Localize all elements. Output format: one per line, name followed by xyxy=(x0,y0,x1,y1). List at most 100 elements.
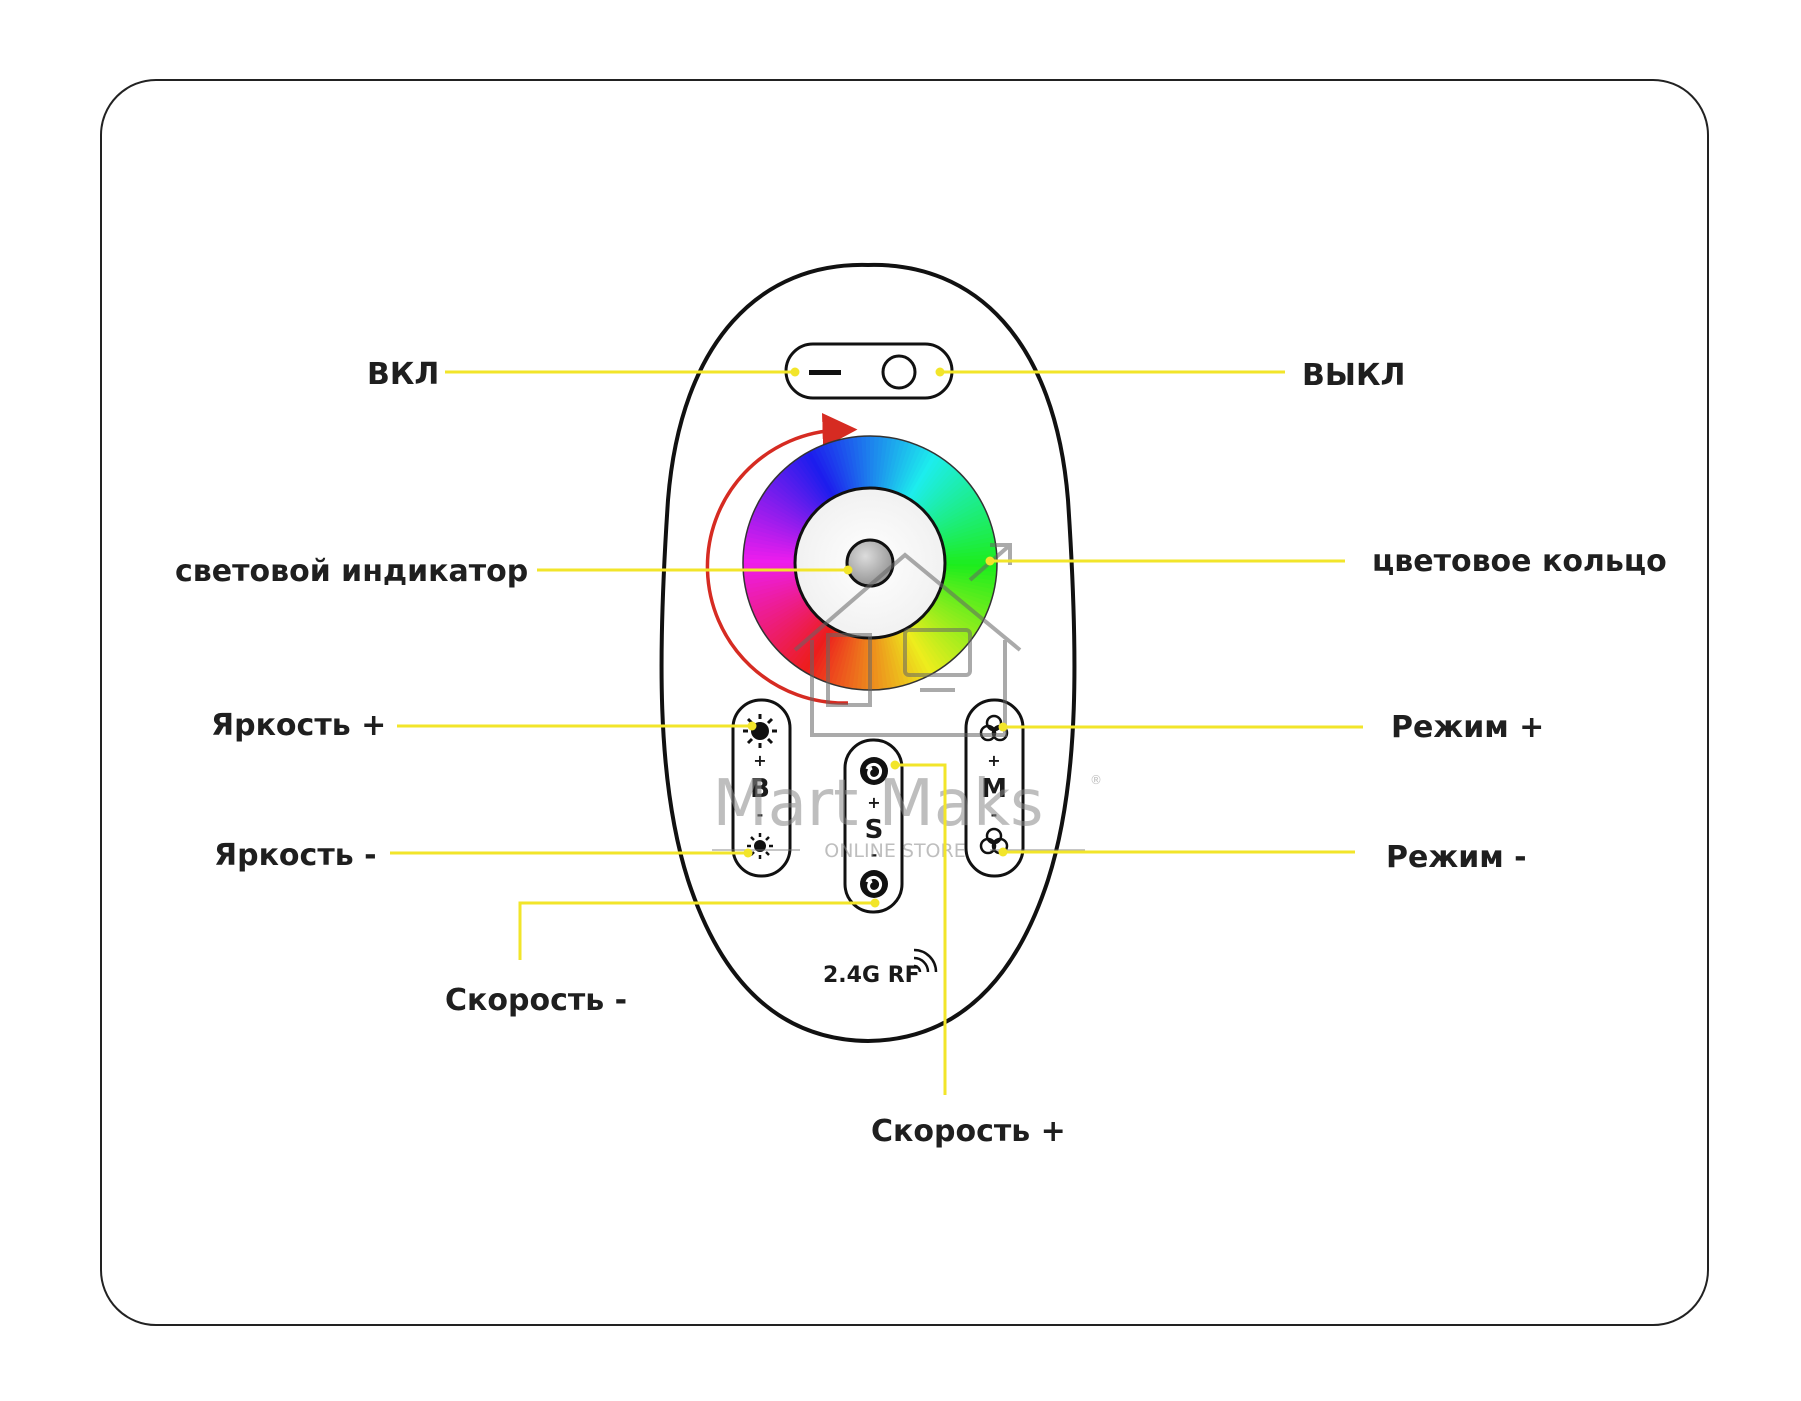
color-ring-segment[interactable] xyxy=(755,501,805,531)
color-ring-segment[interactable] xyxy=(744,574,797,590)
color-ring-segment[interactable] xyxy=(843,437,859,490)
color-ring-segment[interactable] xyxy=(926,609,971,646)
color-ring-segment[interactable] xyxy=(923,474,966,514)
color-ring-segment[interactable] xyxy=(759,599,807,631)
color-ring-segment[interactable] xyxy=(930,488,977,522)
color-ring-segment[interactable] xyxy=(788,461,825,506)
color-ring-segment[interactable] xyxy=(766,606,811,642)
color-ring-segment[interactable] xyxy=(920,468,960,510)
color-ring-segment[interactable] xyxy=(942,527,994,546)
color-ring-segment[interactable] xyxy=(892,633,914,685)
color-ring-segment[interactable] xyxy=(761,601,808,635)
color-ring-segment[interactable] xyxy=(936,503,985,532)
color-ring-segment[interactable] xyxy=(932,491,979,525)
color-ring-segment[interactable] xyxy=(913,622,949,667)
color-ring-segment[interactable] xyxy=(757,497,806,528)
color-ring-segment[interactable] xyxy=(826,441,848,493)
color-ring-segment[interactable] xyxy=(745,577,798,594)
color-ring-segment[interactable] xyxy=(806,450,836,499)
color-ring-segment[interactable] xyxy=(934,499,983,529)
color-ring-segment[interactable] xyxy=(781,467,821,510)
color-ring-segment[interactable] xyxy=(923,613,965,653)
color-ring-segment[interactable] xyxy=(763,604,810,638)
color-ring-segment[interactable] xyxy=(939,515,990,539)
color-ring-segment[interactable] xyxy=(847,437,861,490)
color-ring-segment[interactable] xyxy=(887,635,906,687)
color-ring-segment[interactable] xyxy=(931,602,978,636)
color-ring-segment[interactable] xyxy=(941,523,993,544)
color-ring-segment[interactable] xyxy=(929,484,974,520)
color-ring-segment[interactable] xyxy=(753,505,804,533)
color-ring-segment[interactable] xyxy=(943,540,996,554)
color-ring-segment[interactable] xyxy=(818,444,843,495)
color-ring-segment[interactable] xyxy=(881,636,897,689)
swirl-icon[interactable] xyxy=(860,870,888,898)
color-ring-segment[interactable] xyxy=(762,490,809,524)
color-ring-segment[interactable] xyxy=(942,532,995,549)
color-ring-segment[interactable] xyxy=(904,627,934,676)
color-ring-segment[interactable] xyxy=(791,459,827,504)
color-ring-segment[interactable] xyxy=(852,436,864,489)
minus-bar-icon[interactable] xyxy=(809,370,841,375)
color-ring-segment[interactable] xyxy=(747,582,799,603)
color-ring-segment[interactable] xyxy=(934,598,983,629)
color-ring-segment[interactable] xyxy=(783,618,822,661)
color-ring-segment[interactable] xyxy=(830,440,851,492)
color-ring-segment[interactable] xyxy=(914,460,950,505)
color-ring-segment[interactable] xyxy=(921,615,962,656)
color-ring-segment[interactable] xyxy=(902,448,932,498)
color-ring-segment[interactable] xyxy=(884,635,901,688)
color-ring-segment[interactable] xyxy=(944,558,997,565)
color-ring-segment[interactable] xyxy=(774,612,817,652)
color-ring-segment[interactable] xyxy=(760,494,807,526)
color-ring-segment[interactable] xyxy=(933,495,981,527)
color-ring-segment[interactable] xyxy=(822,443,846,494)
color-ring-segment[interactable] xyxy=(798,454,832,501)
color-ring-segment[interactable] xyxy=(916,462,953,507)
color-ring-segment[interactable] xyxy=(834,439,853,491)
color-ring-segment[interactable] xyxy=(909,455,943,502)
color-ring-segment[interactable] xyxy=(938,511,989,536)
color-ring-segment[interactable] xyxy=(900,446,928,497)
color-ring-segment[interactable] xyxy=(937,507,987,534)
color-ring-segment[interactable] xyxy=(748,585,800,607)
color-ring-segment[interactable] xyxy=(906,626,938,674)
color-ring-segment[interactable] xyxy=(757,597,806,627)
color-ring-segment[interactable] xyxy=(944,545,997,557)
color-ring-segment[interactable] xyxy=(935,595,985,625)
color-ring-segment[interactable] xyxy=(922,471,963,512)
color-ring-segment[interactable] xyxy=(771,610,815,648)
color-ring-segment[interactable] xyxy=(927,481,972,518)
color-ring-segment[interactable] xyxy=(768,608,813,645)
color-ring-segment[interactable] xyxy=(750,587,801,611)
color-ring-segment[interactable] xyxy=(808,628,838,678)
color-ring-segment[interactable] xyxy=(772,476,815,515)
color-ring-segment[interactable] xyxy=(911,623,945,670)
color-ring-segment[interactable] xyxy=(746,580,798,599)
color-ring-segment[interactable] xyxy=(940,519,992,541)
color-ring-segment[interactable] xyxy=(743,569,796,581)
color-ring-segment[interactable] xyxy=(744,572,797,586)
color-ring-segment[interactable] xyxy=(933,600,980,632)
color-ring-segment[interactable] xyxy=(780,616,820,658)
color-ring-segment[interactable] xyxy=(907,453,939,500)
color-ring-segment[interactable] xyxy=(769,480,814,517)
color-ring-segment[interactable] xyxy=(767,483,812,519)
color-ring-segment[interactable] xyxy=(785,464,823,508)
color-ring-segment[interactable] xyxy=(839,438,856,491)
color-ring-segment[interactable] xyxy=(810,448,839,497)
color-ring-segment[interactable] xyxy=(919,616,959,659)
color-ring-segment[interactable] xyxy=(911,457,947,503)
color-ring-segment[interactable] xyxy=(775,473,817,513)
color-ring-segment[interactable] xyxy=(943,536,996,552)
color-ring-segment[interactable] xyxy=(764,486,810,522)
color-ring-segment[interactable] xyxy=(876,637,888,690)
color-ring-segment[interactable] xyxy=(908,625,942,672)
color-ring-segment[interactable] xyxy=(751,590,802,615)
circle-icon[interactable] xyxy=(881,354,917,390)
color-ring-segment[interactable] xyxy=(795,456,829,503)
color-ring-segment[interactable] xyxy=(802,452,834,500)
color-ring-segment[interactable] xyxy=(801,626,833,673)
color-ring-segment[interactable] xyxy=(755,594,804,623)
color-ring-segment[interactable] xyxy=(814,446,841,496)
